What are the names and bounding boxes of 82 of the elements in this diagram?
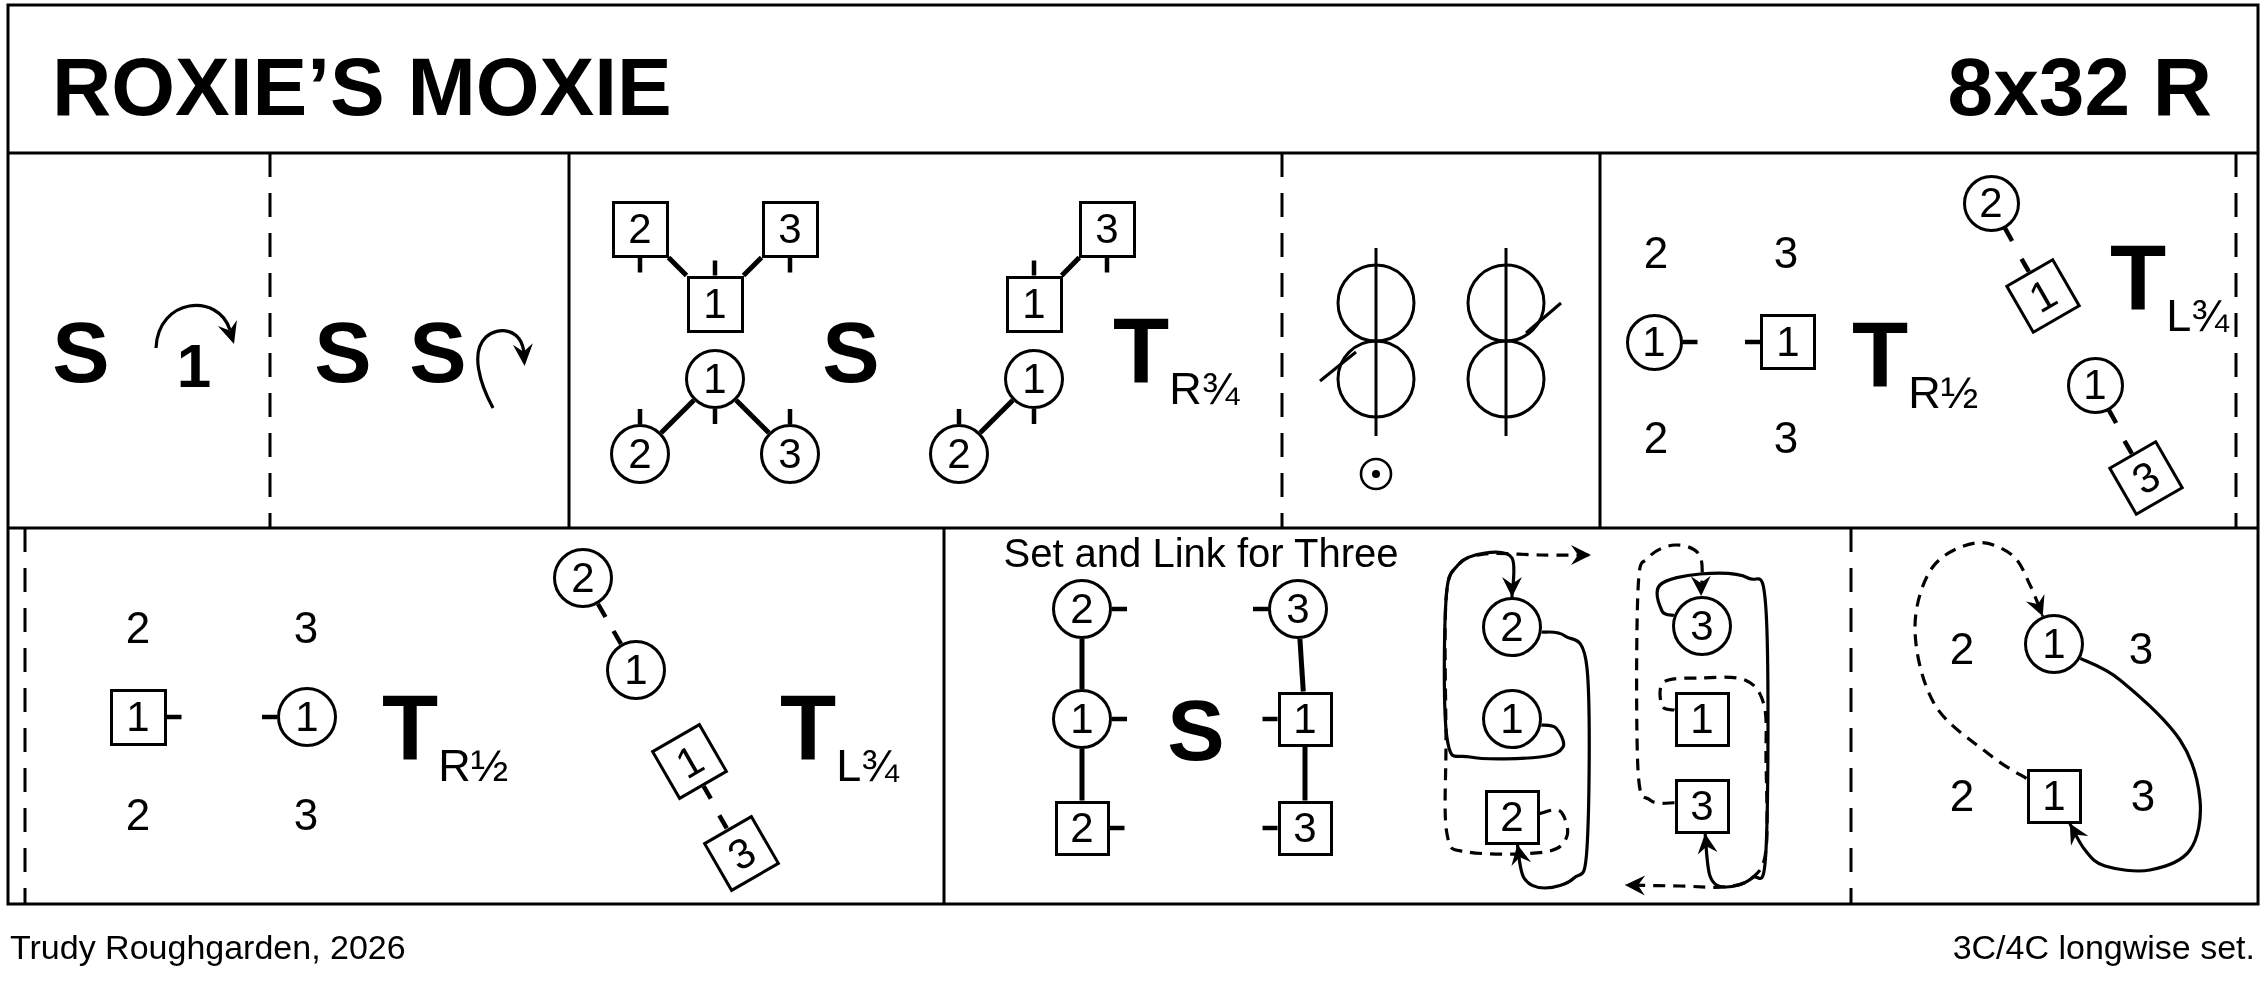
dancer-circle: 3 (760, 424, 820, 484)
dance-format: 8x32 R (1947, 46, 2212, 128)
dancer-number: 2 (125, 606, 151, 650)
hand-join-line (1302, 746, 1308, 801)
dancer-circle: 2 (1052, 579, 1112, 639)
dancer-number: 3 (2128, 627, 2154, 671)
turn-symbol: T$_{R½}$ (1852, 309, 1979, 415)
dancer-square: 1 (650, 722, 728, 800)
dancer-square: 1 (1760, 314, 1816, 370)
dancer-circle: 2 (929, 424, 989, 484)
dancer-circle: 1 (1625, 313, 1683, 371)
hand-join-line (1297, 638, 1306, 692)
dancer-circle: 1 (1004, 349, 1064, 409)
dancer-circle: 1 (1482, 689, 1542, 749)
dance-title: ROXIE’S MOXIE (52, 46, 672, 128)
figure-letter: S (52, 309, 110, 395)
dancer-circle: 1 (2066, 356, 2124, 414)
turn-symbol: T$_{L¾}$ (780, 682, 899, 788)
dancer-circle: 2 (610, 424, 670, 484)
dancer-number: 2 (1949, 627, 1975, 671)
dancer-circle: 3 (1268, 579, 1328, 639)
dancer-number: 3 (293, 793, 319, 837)
dancer-circle: 2 (1482, 597, 1542, 657)
dancer-number: 2 (1643, 416, 1669, 460)
figure-letter: S (822, 309, 880, 395)
dancer-circle: 2 (553, 548, 613, 608)
dancer-number: 2 (125, 793, 151, 837)
hand-join-line (734, 398, 771, 435)
dancer-square: 3 (2107, 439, 2185, 517)
dancer-number: 2 (1643, 231, 1669, 275)
track-arrow (1913, 541, 2045, 780)
dancer-square: 1 (1277, 691, 1333, 747)
dancer-square: 2 (611, 200, 669, 258)
dancer-number: 3 (1773, 416, 1799, 460)
hand-join-line (666, 255, 689, 278)
hand-join-line (1059, 255, 1082, 278)
dancer-square: 2 (1054, 800, 1110, 856)
track-arrow (1655, 571, 1770, 889)
track-arrow (1443, 545, 1591, 856)
dancer-square: 1 (1674, 691, 1730, 747)
dancer-circle: 1 (277, 687, 337, 747)
dancer-square: 1 (1005, 275, 1063, 333)
hand-join-line (1079, 749, 1085, 801)
figure-letter: S (1167, 687, 1225, 773)
dancer-square: 3 (1277, 800, 1333, 856)
turn-symbol: T$_{R¾}$ (1113, 305, 1240, 411)
footer-note: Trudy Roughgarden, 2026 (10, 930, 406, 964)
track-arrow (1510, 630, 1591, 890)
figure-name: Set and Link for Three (1003, 533, 1399, 573)
hand-join-line (978, 398, 1015, 435)
dancer-square: 2 (1484, 789, 1540, 845)
dancer-circle: 3 (1672, 596, 1732, 656)
track-arrow (2068, 656, 2202, 873)
dancer-square: 1 (686, 275, 744, 333)
dancer-number: 3 (293, 606, 319, 650)
hand-join-line (659, 398, 696, 435)
dancer-number: 3 (1773, 231, 1799, 275)
dancer-circle: 1 (606, 640, 666, 700)
track-arrow (1442, 550, 1566, 761)
track-arrow (1624, 675, 1769, 896)
dancer-square: 1 (109, 688, 167, 746)
dancer-circle: 2 (1962, 174, 2020, 232)
footer-note: 3C/4C longwise set. (1952, 930, 2255, 964)
dancer-circle: 1 (1052, 689, 1112, 749)
dancer-circle: 1 (2024, 614, 2084, 674)
dancer-circle: 1 (685, 349, 745, 409)
figure-letter: S (314, 309, 372, 395)
figure-letter: S (409, 309, 467, 395)
dancer-square: 3 (761, 200, 819, 258)
dancer-number: 2 (1949, 774, 1975, 818)
dancer-square: 3 (1674, 778, 1730, 834)
dancer-square: 3 (702, 814, 780, 892)
hand-join-line (1079, 639, 1085, 689)
dancer-number: 3 (2130, 774, 2156, 818)
hand-join-line (741, 255, 764, 278)
turn-symbol: T$_{L¾}$ (2110, 232, 2229, 338)
dancer-number: 1 (176, 335, 212, 397)
turn-symbol: T$_{R½}$ (382, 682, 509, 788)
dancer-square: 1 (2004, 257, 2082, 335)
dancer-square: 1 (2026, 768, 2082, 824)
dancer-square: 3 (1078, 200, 1136, 258)
track-arrow (1635, 543, 1712, 805)
